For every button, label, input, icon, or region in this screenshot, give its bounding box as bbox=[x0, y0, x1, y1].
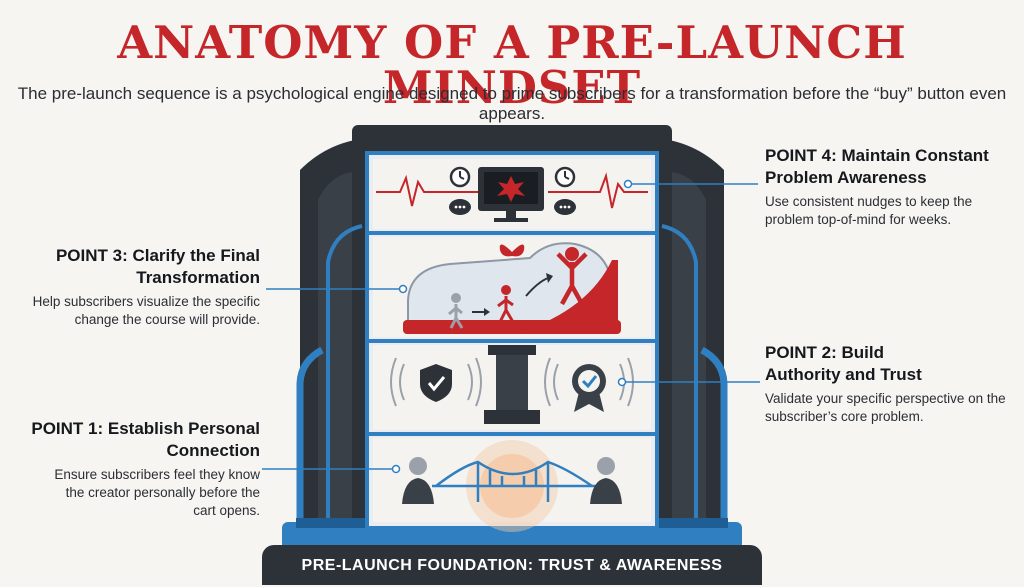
callout-point-2: POINT 2: Build Authority and Trust Valid… bbox=[765, 342, 1006, 426]
foundation-banner: PRE-LAUNCH FOUNDATION: TRUST & AWARENESS bbox=[262, 545, 762, 585]
monitor-icon bbox=[478, 167, 544, 222]
point-3-heading: POINT 3: Clarify the Final Transformatio… bbox=[55, 246, 260, 287]
speech-bubble-icon bbox=[449, 199, 471, 215]
level-4-problem-awareness bbox=[373, 159, 651, 229]
speech-bubble-icon bbox=[554, 199, 576, 215]
point-1-body: Ensure subscribers feel they know the cr… bbox=[54, 467, 260, 518]
person-icon bbox=[402, 457, 434, 504]
butterfly-icon bbox=[499, 244, 525, 257]
level-3-transformation bbox=[373, 237, 651, 337]
point-4-body: Use consistent nudges to keep the proble… bbox=[765, 194, 973, 227]
point-3-body: Help subscribers visualize the specific … bbox=[32, 294, 260, 327]
page-subtitle: The pre-launch sequence is a psychologic… bbox=[17, 84, 1007, 123]
alarm-clock-icon bbox=[449, 166, 471, 188]
celebrating-figure-icon bbox=[556, 247, 588, 306]
point-1-heading: POINT 1: Establish Personal Connection bbox=[31, 419, 260, 460]
bridge-icon bbox=[432, 460, 596, 502]
walking-figure-icon bbox=[448, 293, 464, 329]
badge-check-icon bbox=[572, 364, 606, 412]
page-title: ANATOMY OF A PRE-LAUNCH MINDSET bbox=[117, 16, 907, 114]
alarm-clock-icon bbox=[554, 166, 576, 188]
person-icon bbox=[590, 457, 622, 504]
level-1-connection bbox=[373, 438, 651, 532]
point-2-body: Validate your specific perspective on th… bbox=[765, 391, 1006, 424]
point-2-heading: POINT 2: Build Authority and Trust bbox=[765, 343, 922, 384]
connector-lines bbox=[262, 179, 760, 474]
level-2-authority bbox=[373, 345, 651, 430]
walking-figure-icon bbox=[497, 285, 515, 323]
heartbeat-line-icon bbox=[376, 174, 478, 207]
callout-point-4: POINT 4: Maintain Constant Problem Aware… bbox=[765, 145, 1005, 229]
point-4-heading: POINT 4: Maintain Constant Problem Aware… bbox=[765, 146, 989, 187]
callout-point-1: POINT 1: Establish Personal Connection E… bbox=[20, 418, 260, 520]
callout-point-3: POINT 3: Clarify the Final Transformatio… bbox=[10, 245, 260, 329]
shield-check-icon bbox=[420, 364, 452, 402]
